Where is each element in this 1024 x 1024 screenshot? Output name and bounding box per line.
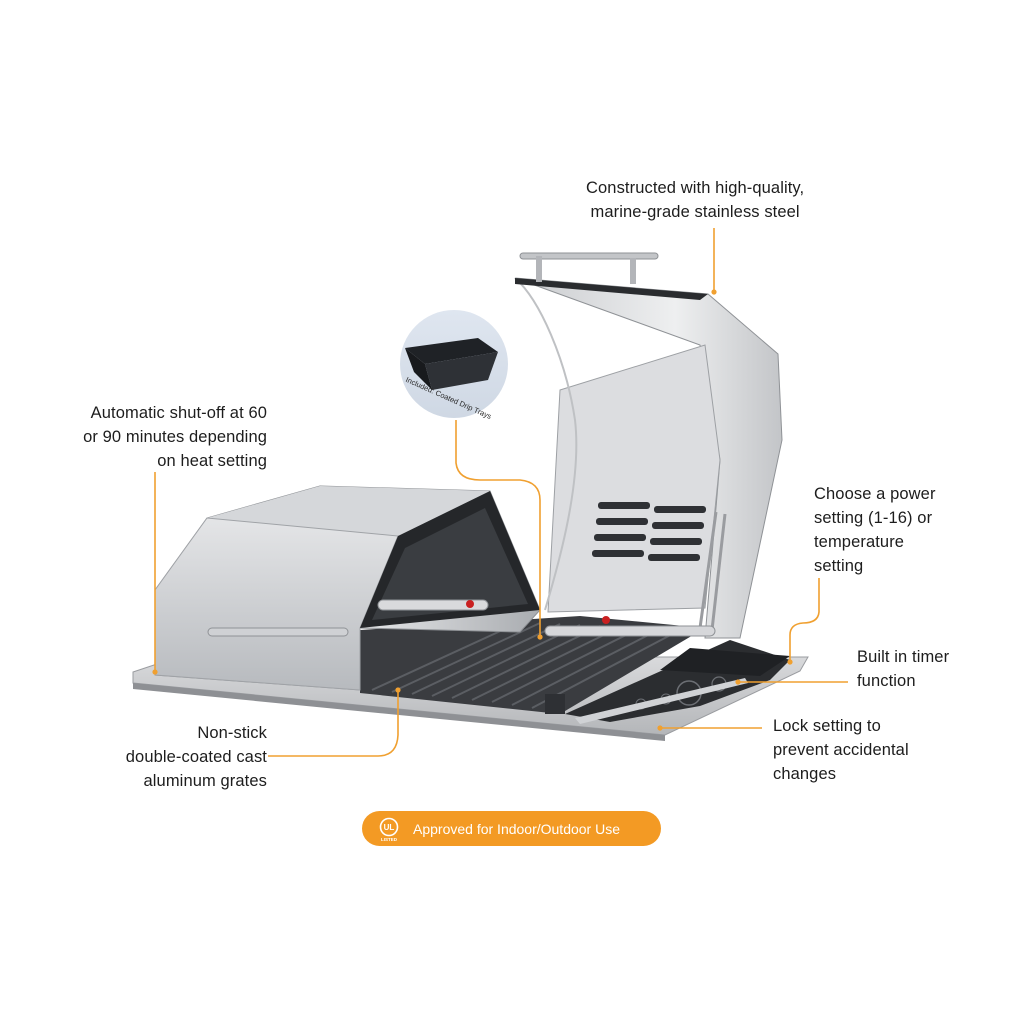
- callout-line: function: [857, 672, 916, 690]
- ul-listed-text: LISTED: [381, 837, 398, 842]
- callout-line: Lock setting to: [773, 717, 881, 735]
- callout-line: changes: [773, 765, 837, 783]
- lid-vents: [592, 502, 706, 561]
- indoor-outdoor-badge: UL LISTED Approved for Indoor/Outdoor Us…: [362, 811, 661, 846]
- callout-auto-shutoff: Automatic shut-off at 60 or 90 minutes d…: [52, 401, 267, 473]
- callout-line: setting: [814, 557, 864, 575]
- callout-stainless-steel: Constructed with high-quality, marine-gr…: [586, 176, 804, 224]
- ul-listed-icon: UL LISTED: [376, 816, 402, 842]
- callout-line: prevent accidental: [773, 741, 909, 759]
- ul-logo-text: UL: [384, 823, 395, 832]
- drip-tray-inset: [400, 310, 508, 418]
- callout-line: on heat setting: [157, 452, 267, 470]
- callout-line: double-coated cast: [125, 748, 267, 766]
- callout-line: setting (1-16) or: [814, 509, 933, 527]
- callout-line: marine-grade stainless steel: [590, 203, 800, 221]
- callout-line: or 90 minutes depending: [83, 428, 267, 446]
- callout-line: Automatic shut-off at 60: [90, 404, 267, 422]
- callout-line: temperature: [814, 533, 905, 551]
- callout-line: Choose a power: [814, 485, 936, 503]
- callout-lock-setting: Lock setting to prevent accidental chang…: [773, 714, 909, 786]
- callout-line: Constructed with high-quality,: [586, 179, 805, 197]
- callout-line: Built in timer: [857, 648, 950, 666]
- callout-line: aluminum grates: [143, 772, 267, 790]
- callout-timer: Built in timer function: [857, 645, 949, 693]
- callout-power-setting: Choose a power setting (1-16) or tempera…: [814, 482, 936, 578]
- badge-label: Approved for Indoor/Outdoor Use: [413, 820, 621, 837]
- callout-line: Non-stick: [197, 724, 267, 742]
- callout-non-stick-grates: Non-stick double-coated cast aluminum gr…: [92, 721, 267, 793]
- leader-lines: [154, 228, 848, 757]
